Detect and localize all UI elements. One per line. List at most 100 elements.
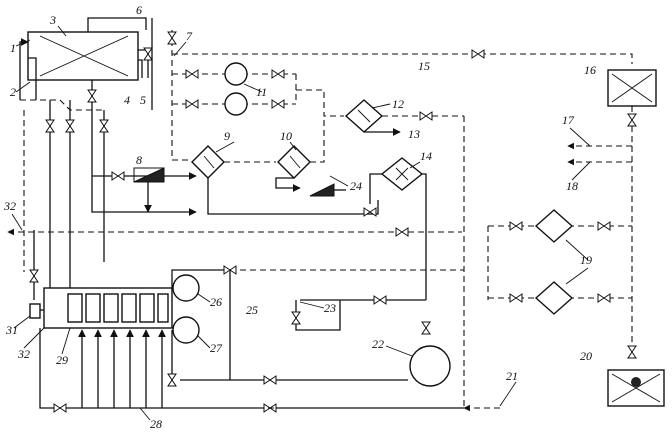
leader-2 bbox=[15, 81, 31, 93]
exchanger-10 bbox=[277, 145, 311, 179]
line-1 bbox=[19, 38, 29, 100]
valve-19a bbox=[509, 221, 523, 231]
valve-16 bbox=[627, 113, 637, 127]
leader-28 bbox=[139, 407, 151, 421]
line-15-end bbox=[480, 53, 633, 64]
unit-16-cross-b bbox=[611, 73, 653, 103]
valve-27b bbox=[263, 375, 277, 385]
label-26: 26 bbox=[210, 295, 222, 309]
unit-20-dot bbox=[631, 377, 641, 387]
leader-3 bbox=[57, 25, 67, 37]
line-4 bbox=[138, 49, 149, 78]
unit-3-cross-b bbox=[39, 35, 129, 77]
label-6: 6 bbox=[136, 3, 142, 17]
leader-11 bbox=[243, 83, 263, 93]
leader-31 bbox=[13, 315, 31, 329]
line-26 bbox=[171, 269, 231, 380]
pump-11b bbox=[224, 92, 248, 116]
leader-10 bbox=[289, 141, 297, 151]
label-25: 25 bbox=[246, 303, 258, 317]
valve-15 bbox=[471, 49, 485, 59]
valve-12 bbox=[419, 111, 433, 121]
leader-32-bottom bbox=[23, 327, 45, 349]
exchanger-10-mark bbox=[289, 155, 301, 169]
label-28: 28 bbox=[150, 417, 162, 431]
leader-12 bbox=[371, 103, 391, 109]
label-29: 29 bbox=[56, 353, 68, 367]
line-24-in bbox=[275, 177, 301, 192]
valve-riser-a bbox=[45, 119, 55, 133]
leader-24 bbox=[329, 175, 349, 187]
label-32-top: 32 bbox=[3, 199, 16, 213]
leader-19a bbox=[565, 239, 589, 261]
valve-11c bbox=[185, 99, 199, 109]
label-13: 13 bbox=[408, 127, 420, 141]
valve-19c bbox=[509, 293, 523, 303]
leader-17 bbox=[569, 127, 591, 147]
line-to-9-bottom bbox=[91, 120, 197, 216]
valve-27 bbox=[167, 373, 177, 387]
pump-27 bbox=[172, 316, 200, 344]
label-5: 5 bbox=[140, 93, 146, 107]
leader-19b bbox=[565, 267, 589, 285]
label-4: 4 bbox=[124, 93, 130, 107]
valve-23 bbox=[373, 295, 387, 305]
exchanger-14-mark-b bbox=[395, 167, 409, 181]
label-10: 10 bbox=[280, 129, 292, 143]
leader-7 bbox=[173, 41, 187, 57]
leader-26 bbox=[197, 293, 211, 303]
valve-11b bbox=[271, 69, 285, 79]
valve-20 bbox=[627, 345, 637, 359]
label-16: 16 bbox=[584, 63, 596, 77]
line-6 bbox=[87, 17, 147, 32]
label-27: 27 bbox=[210, 341, 223, 355]
cell-2 bbox=[85, 293, 101, 323]
valve-11d bbox=[271, 99, 285, 109]
label-1: 1 bbox=[10, 41, 16, 55]
label-14: 14 bbox=[420, 149, 432, 163]
pump-26 bbox=[172, 274, 200, 302]
label-24: 24 bbox=[350, 179, 362, 193]
label-15: 15 bbox=[418, 59, 430, 73]
valve-unit3-bottom bbox=[87, 89, 97, 103]
label-9: 9 bbox=[224, 129, 230, 143]
label-23: 23 bbox=[324, 301, 336, 315]
exchanger-9 bbox=[191, 145, 225, 179]
leader-21 bbox=[499, 381, 517, 407]
unit-31 bbox=[29, 303, 41, 319]
line-10-up bbox=[310, 116, 325, 163]
leader-23 bbox=[299, 301, 325, 309]
line-5 bbox=[138, 59, 143, 78]
label-19: 19 bbox=[580, 253, 592, 267]
cell-3 bbox=[103, 293, 119, 323]
heater-24 bbox=[309, 183, 335, 197]
pump-11a bbox=[224, 62, 248, 86]
valve-11a bbox=[185, 69, 199, 79]
cell-6 bbox=[157, 293, 169, 323]
valve-19d bbox=[597, 293, 611, 303]
leader-22 bbox=[385, 345, 413, 357]
leader-27 bbox=[197, 335, 211, 349]
label-22: 22 bbox=[372, 337, 384, 351]
valve-23b bbox=[291, 311, 301, 325]
heater-8-frame bbox=[133, 167, 165, 183]
valve-8 bbox=[111, 171, 125, 181]
label-12: 12 bbox=[392, 97, 404, 111]
valve-7 bbox=[167, 31, 177, 45]
leader-18 bbox=[571, 161, 591, 181]
leader-29 bbox=[61, 327, 71, 355]
line-28 bbox=[39, 328, 464, 409]
exchanger-9-mark bbox=[203, 155, 215, 169]
label-21: 21 bbox=[506, 369, 518, 383]
line-9-down bbox=[207, 178, 379, 215]
collector-top bbox=[20, 99, 104, 111]
label-3: 3 bbox=[49, 13, 56, 27]
valve-riser-c bbox=[99, 119, 109, 133]
exchanger-12-mark bbox=[357, 109, 371, 123]
cell-4 bbox=[121, 293, 137, 323]
filter-19b bbox=[534, 281, 574, 315]
label-8: 8 bbox=[136, 153, 142, 167]
line-14-down bbox=[422, 173, 427, 300]
